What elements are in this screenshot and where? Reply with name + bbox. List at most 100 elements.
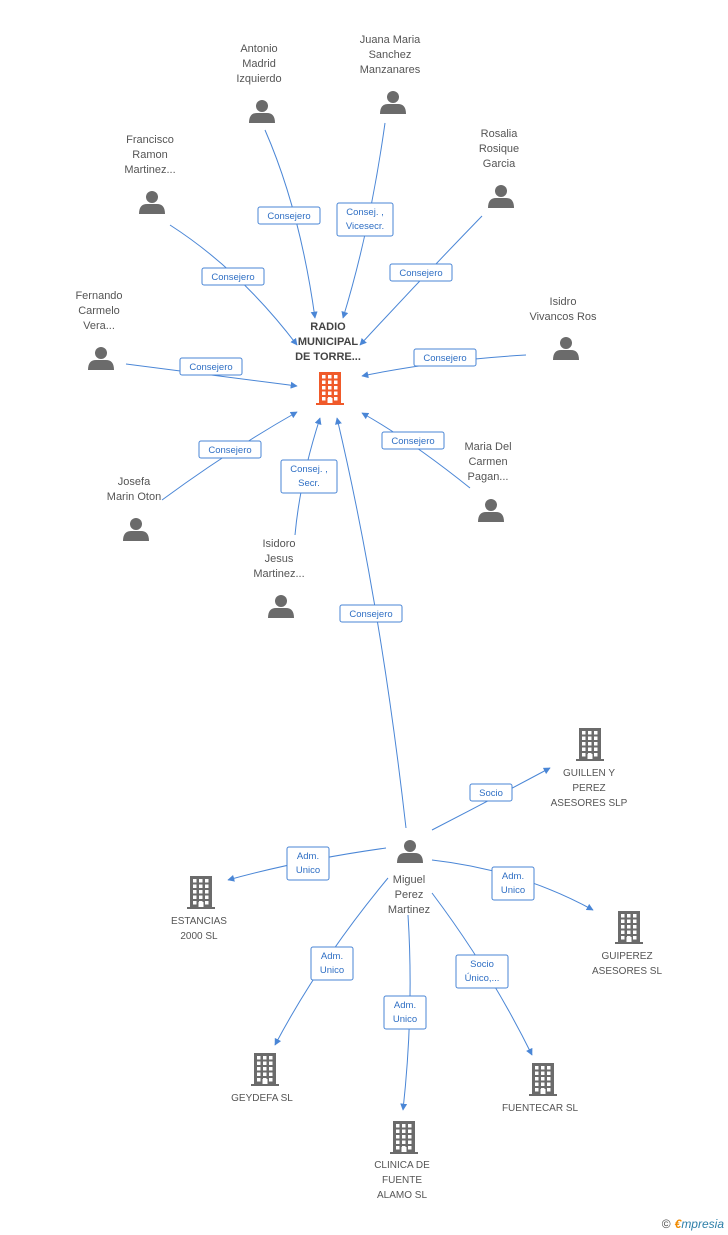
node-label: Garcia xyxy=(483,158,516,170)
edge-label-box[interactable] xyxy=(201,267,265,286)
node-label: RADIO xyxy=(310,321,346,333)
node-label: Martinez... xyxy=(124,164,175,176)
edge-francisco-to-center: Consejero xyxy=(169,224,298,346)
person-icon xyxy=(380,91,406,114)
node-label: Fernando xyxy=(75,290,122,302)
person-node-francisco[interactable]: FranciscoRamonMartinez... xyxy=(124,134,176,214)
edge-label: Unico xyxy=(296,865,320,876)
copyright-icon: © xyxy=(661,1217,671,1231)
edge-label-box[interactable] xyxy=(389,263,453,282)
edge-label: Consejero xyxy=(399,268,442,279)
node-label: Miguel xyxy=(393,874,425,886)
edge-label: Consejero xyxy=(211,272,254,283)
edge-label-box[interactable] xyxy=(257,206,321,225)
edge-label-box[interactable] xyxy=(336,202,394,237)
edge-fernando-to-center: Consejero xyxy=(125,357,298,389)
node-label: Martinez xyxy=(388,904,430,916)
edge-label: Adm. xyxy=(502,871,524,882)
node-label: MUNICIPAL xyxy=(298,336,359,348)
edge-label-box[interactable] xyxy=(381,431,445,450)
edge-label: Único,... xyxy=(465,973,500,984)
node-label: Isidoro xyxy=(262,538,295,550)
person-node-fernando[interactable]: FernandoCarmeloVera... xyxy=(75,290,123,370)
edge-miguel-to-estancias: Adm. Unico xyxy=(227,846,387,882)
edge-label: Consejero xyxy=(349,609,392,620)
edge-label-box[interactable] xyxy=(339,604,403,623)
node-label: Isidro xyxy=(550,296,577,308)
node-label: Carmelo xyxy=(78,305,120,317)
company-node-geydefa[interactable]: GEYDEFA SL xyxy=(231,1053,293,1104)
edge-label-box[interactable] xyxy=(198,440,262,459)
person-icon xyxy=(397,840,423,863)
node-label: 2000 SL xyxy=(180,931,218,942)
footer-brand: ©€mpresia xyxy=(662,1217,724,1231)
person-icon xyxy=(139,191,165,214)
node-label: Perez xyxy=(395,889,424,901)
edge-label: Consejero xyxy=(423,353,466,364)
edge-label: Consejero xyxy=(391,436,434,447)
edge-label-box[interactable] xyxy=(455,954,509,989)
edge-label: Consejero xyxy=(267,211,310,222)
edge-line xyxy=(335,417,407,829)
edge-miguel-to-guillen: Socio xyxy=(431,767,551,831)
person-icon xyxy=(268,595,294,618)
edge-label: Socio xyxy=(479,788,503,799)
node-label: Vivancos Ros xyxy=(529,311,597,323)
building-icon xyxy=(576,728,604,761)
person-icon xyxy=(488,185,514,208)
edge-label: Unico xyxy=(393,1014,417,1025)
node-label: Marin Oton xyxy=(107,491,161,503)
company-node-fuentecar[interactable]: FUENTECAR SL xyxy=(502,1063,579,1114)
node-label: GUIPEREZ xyxy=(601,951,652,962)
edge-label-box[interactable] xyxy=(179,357,243,376)
node-label: Francisco xyxy=(126,134,174,146)
node-label: Jesus xyxy=(265,553,294,565)
edge-label-box[interactable] xyxy=(286,846,330,881)
edge-miguel-to-geydefa: Adm. Unico xyxy=(274,877,389,1046)
edge-label: Adm. xyxy=(321,951,343,962)
node-label: GEYDEFA SL xyxy=(231,1093,293,1104)
edge-label-box[interactable] xyxy=(491,866,535,901)
edge-label: Unico xyxy=(501,885,525,896)
edge-label: Adm. xyxy=(297,851,319,862)
node-label: Juana Maria xyxy=(360,34,421,46)
person-icon xyxy=(478,499,504,522)
node-label: Rosique xyxy=(479,143,519,155)
person-node-maria[interactable]: Maria DelCarmenPagan... xyxy=(464,441,512,522)
node-label: ASESORES SLP xyxy=(551,798,628,809)
edge-label-box[interactable] xyxy=(310,946,354,981)
building-icon xyxy=(529,1063,557,1096)
node-label: Pagan... xyxy=(468,471,509,483)
edge-label-box[interactable] xyxy=(383,995,427,1030)
building-icon xyxy=(316,372,344,405)
edge-label: Unico xyxy=(320,965,344,976)
edge-isidoro-to-center: Consej. ,Secr. xyxy=(280,417,338,536)
edge-label-box[interactable] xyxy=(280,459,338,494)
edge-rosalia-to-center: Consejero xyxy=(359,215,483,346)
building-icon xyxy=(187,876,215,909)
node-label: FUENTECAR SL xyxy=(502,1103,579,1114)
edge-label-box[interactable] xyxy=(413,348,477,367)
edge-label-box[interactable] xyxy=(469,783,513,802)
node-label: Ramon xyxy=(132,149,167,161)
edge-miguel-to-guiperez: Adm. Unico xyxy=(431,859,594,911)
node-label: GUILLEN Y xyxy=(563,768,615,779)
edge-juana-to-center: Consej. ,Vicesecr. xyxy=(336,122,394,319)
person-icon xyxy=(249,100,275,123)
person-icon xyxy=(88,347,114,370)
node-label: CLINICA DE xyxy=(374,1160,430,1171)
node-label: ALAMO SL xyxy=(377,1190,427,1201)
person-node-isidoro[interactable]: IsidoroJesusMartinez... xyxy=(253,538,305,618)
